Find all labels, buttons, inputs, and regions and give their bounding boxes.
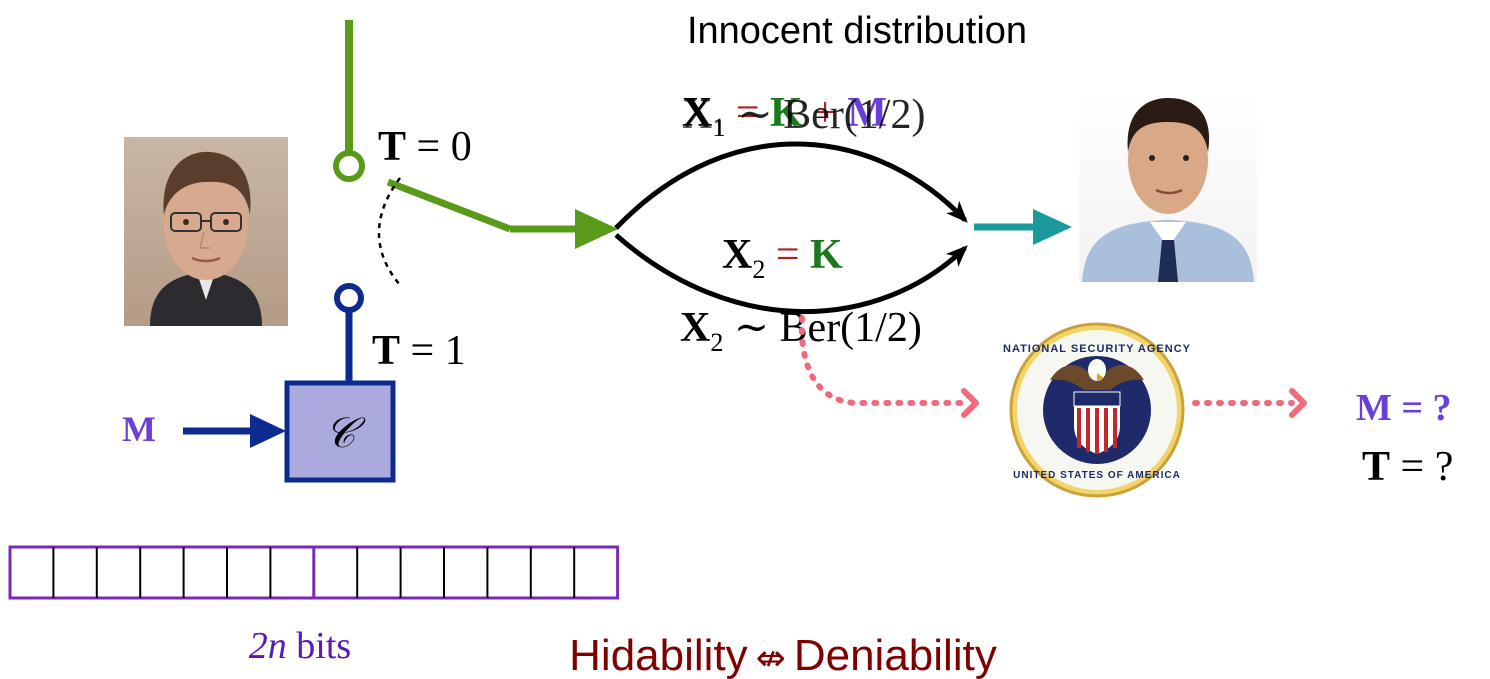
- bits-bar: [8, 545, 620, 600]
- receiver-arrowhead: [1033, 209, 1072, 245]
- switch-bottom-contact: [334, 283, 364, 313]
- seal-text-top: NATIONAL SECURITY AGENCY: [1003, 343, 1191, 355]
- x2-equation: X2 = K: [722, 232, 843, 284]
- switch: T = 0 T = 1: [333, 20, 618, 383]
- t-query: T = ?: [1362, 444, 1453, 490]
- diagram-title: Innocent distribution: [687, 10, 1027, 52]
- switch-lever: [386, 178, 512, 233]
- channel-lower-path: [614, 233, 968, 315]
- eavesdrop-path: [798, 315, 968, 406]
- receiver-portrait: [1079, 93, 1257, 282]
- x1-innocent-label: X₁ ∼ Ber(1/2): [682, 92, 925, 138]
- adversary-output-arrowhead: [1289, 388, 1307, 418]
- bits-label: 2n bits: [249, 625, 351, 667]
- switch-swing-arc: [377, 177, 401, 286]
- switch-top-contact: [333, 150, 365, 182]
- message-input-arrowhead: [250, 414, 286, 448]
- switch-label-t0: T = 0: [378, 124, 472, 170]
- switch-output-arrowhead: [575, 209, 618, 249]
- seal-text-bottom: UNITED STATES OF AMERICA: [1013, 470, 1181, 481]
- sender-portrait: [124, 137, 288, 326]
- m-query: M = ?: [1356, 387, 1452, 429]
- message-label: M: [122, 409, 156, 449]
- channel-upper-path: [614, 141, 968, 230]
- nsa-seal: NATIONAL SECURITY AGENCY UNITED STATES O…: [1003, 322, 1191, 498]
- adversary: NATIONAL SECURITY AGENCY UNITED STATES O…: [798, 315, 1453, 498]
- x2-innocent-label: X2 ∼ Ber(1/2): [680, 305, 922, 357]
- eavesdrop-arrowhead: [961, 388, 979, 418]
- footer-statement: Hidability⇎Deniability: [569, 631, 997, 679]
- x1-equation: X1 = K + M: [682, 90, 887, 142]
- switch-label-t1: T = 1: [372, 328, 466, 374]
- channel: X1 = K + M X₁ ∼ Ber(1/2) X2 = K X2 ∼ Ber…: [614, 90, 1072, 357]
- encoder: 𝒞 M: [122, 380, 396, 483]
- encoder-box: [284, 380, 396, 483]
